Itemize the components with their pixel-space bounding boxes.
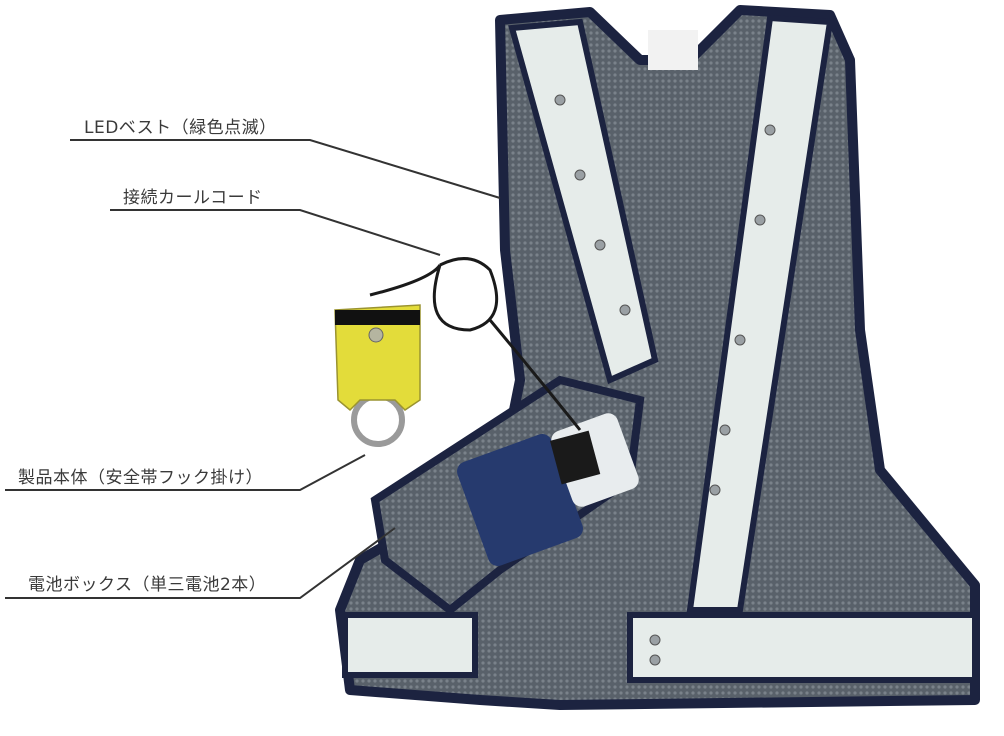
reflective-strap-left [508, 18, 659, 385]
led-lights [554, 94, 776, 666]
callout-battery-box: 電池ボックス（単三電池2本） [28, 575, 267, 595]
battery-box [457, 434, 583, 566]
reflective-band-left [342, 612, 478, 678]
vest [335, 5, 980, 710]
collar-tag [648, 30, 698, 70]
callout-product-body: 製品本体（安全帯フック掛け） [18, 468, 263, 488]
leader-lines [5, 139, 501, 599]
curl-cord [369, 257, 582, 431]
hook-ring [351, 393, 405, 447]
reflective-band-right [627, 612, 978, 683]
callout-curl-cord: 接続カールコード [123, 188, 263, 208]
product-device [334, 304, 421, 447]
callout-led-vest: LEDベスト（緑色点滅） [84, 118, 277, 138]
reflective-strap-right [686, 14, 834, 613]
